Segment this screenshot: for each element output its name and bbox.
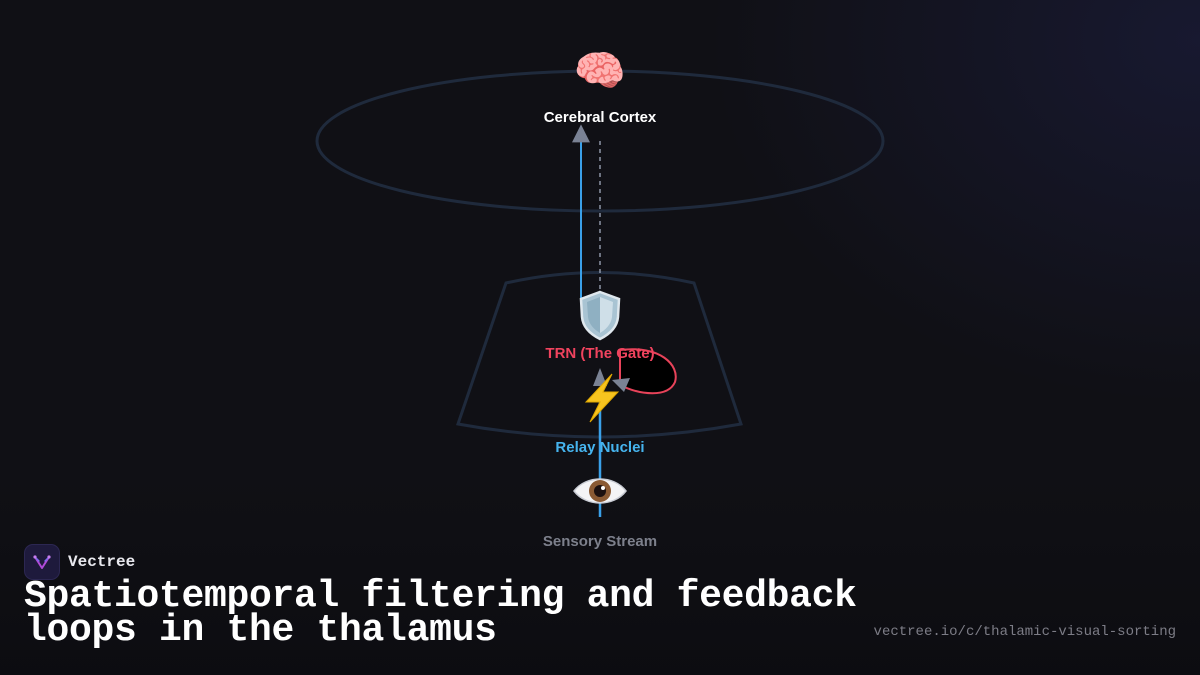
sensory-label: Sensory Stream <box>543 533 657 550</box>
brand-name: Vectree <box>68 553 136 571</box>
source-url[interactable]: vectree.io/c/thalamic-visual-sorting <box>873 624 1176 640</box>
cortex-region-outline <box>315 69 885 213</box>
cortex-label: Cerebral Cortex <box>544 109 657 126</box>
brain-icon: 🧠 <box>574 46 626 95</box>
relay-node: Relay Nuclei <box>555 373 645 456</box>
shield-icon <box>579 290 621 341</box>
eye-icon <box>573 478 627 504</box>
lightning-icon <box>584 373 620 423</box>
vectree-logo-icon <box>24 544 60 580</box>
trn-node: TRN (The Gate) <box>545 290 655 362</box>
cortex-node: 🧠 Cerebral Cortex <box>544 46 657 126</box>
brand: Vectree <box>24 544 135 580</box>
trn-inhibitory-loop <box>619 348 677 395</box>
relay-input-arrowhead <box>593 368 607 386</box>
page-title: Spatiotemporal filtering and feedback lo… <box>24 575 857 652</box>
relay-label: Relay Nuclei <box>555 439 644 456</box>
thalamus-region-outline <box>456 271 743 439</box>
sensory-node: Sensory Stream <box>543 478 657 550</box>
trn-loop-arrowhead <box>612 378 630 392</box>
trn-label: TRN (The Gate) <box>545 345 654 362</box>
